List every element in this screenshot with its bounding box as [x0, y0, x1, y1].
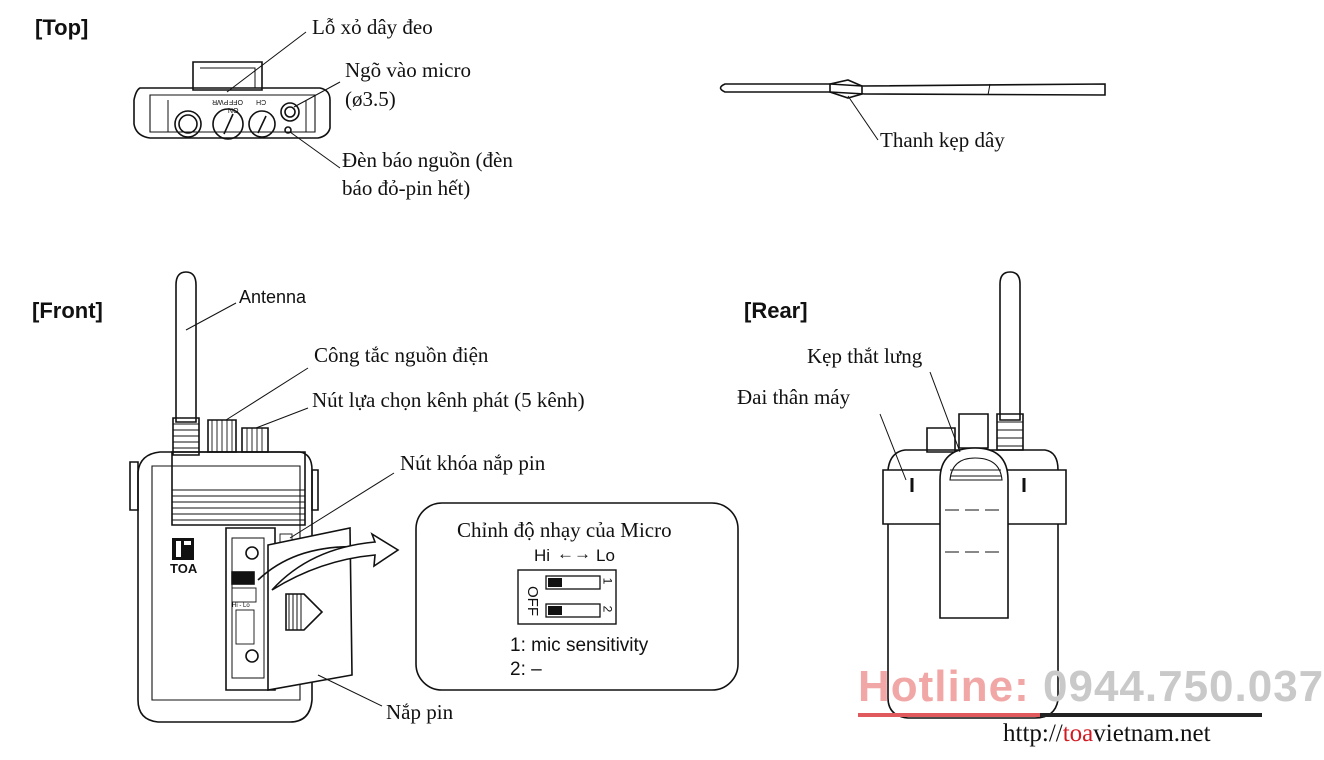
- dip-legend-1: 1: mic sensitivity: [510, 635, 649, 656]
- label-battery-lock: Nút khóa nắp pin: [400, 451, 546, 475]
- label-strap-clamp: Thanh kẹp dây: [880, 128, 1005, 152]
- section-front-heading: [Front]: [32, 298, 103, 323]
- marking-ch: CH: [256, 98, 267, 105]
- dip-panel-title: Chỉnh độ nhạy của Micro: [457, 518, 672, 542]
- url-prefix: http://: [1003, 720, 1063, 747]
- label-mic-input: Ngõ vào micro: [345, 58, 471, 82]
- hotline-underline: [858, 713, 1262, 717]
- marking-dip-small: Hi - Lo: [232, 603, 250, 609]
- detail-arrow-head: [271, 532, 400, 591]
- top-leader-lines: [226, 31, 341, 169]
- dip-switch-1-label: 1: [600, 577, 615, 585]
- dip-hi-label: Hi: [534, 546, 551, 565]
- label-strap-hole: Lỗ xỏ dây đeo: [312, 15, 433, 39]
- dip-switch: [517, 569, 617, 625]
- url-rest: vietnam.net: [1093, 720, 1211, 747]
- label-power-led-line1: Đèn báo nguồn (đèn: [342, 148, 513, 172]
- label-mic-input-size: (ø3.5): [345, 87, 396, 111]
- url-brand: toa: [1062, 720, 1094, 747]
- label-channel-select: Nút lựa chọn kênh phát (5 kênh): [312, 388, 585, 412]
- label-power-switch: Công tắc nguồn điện: [314, 343, 489, 367]
- hotline-label: Hotline:: [858, 662, 1030, 711]
- label-belt-clip: Kẹp thắt lưng: [807, 344, 923, 368]
- section-rear-heading: [Rear]: [744, 298, 808, 323]
- dip-panel-frame: [415, 502, 739, 691]
- hotline-watermark: Hotline: 0944.750.037: [858, 662, 1324, 712]
- dip-arrow-glyph: ←→: [557, 544, 591, 563]
- label-power-led-line2: báo đỏ-pin hết): [342, 176, 471, 200]
- website-url: http://toavietnam.net: [1003, 720, 1211, 748]
- marking-on: ON: [228, 106, 239, 113]
- section-top-heading: [Top]: [35, 15, 89, 40]
- dip-switch-2-label: 2: [600, 605, 615, 613]
- top-view-device: [133, 61, 331, 140]
- front-view-device: [129, 271, 353, 723]
- dip-legend-2: 2: –: [510, 659, 542, 680]
- strap: [719, 79, 1106, 141]
- marking-pwr: PWR: [212, 98, 229, 105]
- hotline-number: 0944.750.037: [1043, 662, 1324, 711]
- label-battery-cover: Nắp pin: [386, 700, 454, 724]
- marking-off: OFF: [229, 98, 243, 105]
- brand-logo-text: TOA: [170, 561, 198, 576]
- device-illustration: [129, 31, 1106, 723]
- rear-view-device: [882, 271, 1067, 719]
- dip-off-label: OFF: [524, 586, 541, 616]
- dip-lo-label: Lo: [596, 546, 615, 565]
- label-antenna: Antenna: [239, 287, 307, 307]
- label-body-band: Đai thân máy: [737, 385, 851, 409]
- rear-leader-lines: [879, 371, 961, 481]
- front-leader-lines: [185, 302, 395, 707]
